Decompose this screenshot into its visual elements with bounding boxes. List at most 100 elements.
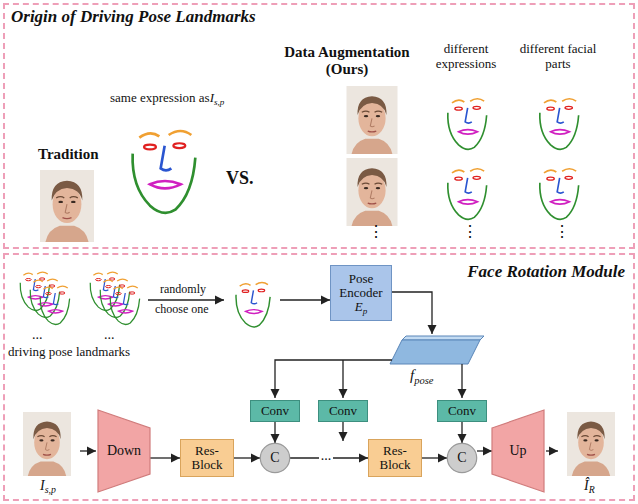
node-text: C	[268, 450, 281, 465]
face-photo	[347, 86, 398, 154]
connector	[150, 457, 180, 458]
edge-label-text: ...	[321, 448, 332, 463]
label-text: s,p	[45, 484, 56, 495]
label: same expression asIs,p	[110, 91, 224, 106]
connector	[422, 457, 447, 458]
arrow	[392, 292, 432, 334]
label: ⋮	[462, 223, 478, 241]
landmark-sketch	[90, 272, 119, 310]
panel: Origin of Driving Pose Landmarks	[3, 3, 635, 249]
arrow	[461, 364, 462, 398]
node-label: p	[363, 306, 368, 316]
label: VS.	[226, 168, 254, 189]
label-text: ⋮	[462, 223, 478, 240]
node-text: Conv	[327, 404, 359, 418]
node-label: C	[270, 450, 279, 465]
node-text: Pose EncoderEp	[331, 272, 391, 315]
arrow	[280, 299, 330, 300]
conv-box: Conv	[250, 400, 300, 422]
arrow	[80, 450, 96, 451]
panel-title: Origin of Driving Pose Landmarks	[11, 8, 256, 27]
landmark-sketch	[40, 286, 69, 324]
node-label: Pose Encoder	[339, 271, 382, 300]
landmark-sketch	[110, 286, 139, 324]
node-shape	[98, 410, 150, 492]
face-photo	[40, 170, 94, 242]
node-text: Res-Block	[181, 444, 233, 473]
label: Is,p	[40, 478, 56, 494]
landmark-sketch	[540, 169, 579, 220]
text-line: C	[270, 450, 279, 465]
connector	[477, 450, 492, 451]
label-text: same expression as	[110, 90, 210, 105]
connector	[234, 457, 260, 458]
label: driving pose landmarks	[8, 345, 130, 360]
label-text: ...	[104, 327, 115, 342]
label: ÎR	[584, 478, 595, 494]
arrow	[546, 450, 558, 451]
encoder-box: Pose EncoderEp	[330, 265, 392, 321]
landmark-sketch	[30, 279, 59, 317]
label-text: choose one	[155, 302, 209, 316]
label: ...	[32, 327, 43, 343]
label-text: pose	[414, 375, 433, 386]
node-label: C	[457, 450, 466, 465]
node-text: Conv	[259, 404, 291, 418]
label-text: R	[589, 484, 595, 495]
label-text: driving pose landmarks	[8, 344, 130, 359]
concat-circle: C	[260, 443, 290, 473]
connector	[274, 422, 275, 443]
node-label: Up	[509, 443, 526, 458]
label: ⋮	[554, 223, 570, 241]
text-line: Res-Block	[371, 444, 419, 473]
label: ⋮	[368, 223, 384, 241]
conv-box: Conv	[318, 400, 368, 422]
node-text: Down	[105, 443, 143, 458]
label: different expressions	[424, 42, 508, 72]
label-text: Data Augmentation (Ours)	[284, 44, 409, 77]
arrow	[148, 299, 224, 300]
label-text: ⋮	[554, 223, 570, 240]
node-text: Res-Block	[369, 444, 421, 473]
label: Tradition	[38, 146, 99, 163]
label-text: VS.	[226, 168, 254, 188]
node-label: Res-Block	[191, 443, 222, 472]
label: fpose	[410, 367, 433, 384]
panel-title: Face Rotation Module	[467, 263, 625, 282]
arrow	[342, 360, 343, 398]
res-block: Res-Block	[368, 439, 422, 477]
text-line: Ep	[333, 300, 389, 314]
node-label: Down	[107, 443, 141, 458]
label-text: I	[210, 90, 214, 105]
text-line: C	[457, 450, 466, 465]
node-label: E	[355, 299, 363, 314]
node-label: Res-Block	[379, 443, 410, 472]
node-text: Up	[507, 443, 528, 458]
face-photo	[347, 158, 398, 226]
face-photo	[567, 412, 615, 476]
conv-box: Conv	[437, 400, 487, 422]
landmark-sketch	[20, 272, 49, 310]
landmark-sketch	[236, 282, 270, 327]
connector	[461, 422, 462, 443]
label-text: ...	[32, 327, 43, 342]
text-line: Pose Encoder	[333, 272, 389, 301]
res-block: Res-Block	[180, 439, 234, 477]
label: randomly	[160, 283, 206, 297]
label-text: f	[410, 367, 414, 383]
label-text: Î	[584, 478, 589, 493]
face-photo	[23, 412, 71, 476]
node-label: Conv	[329, 403, 357, 418]
label: Data Augmentation (Ours)	[272, 44, 422, 79]
text-line: Res-Block	[183, 444, 231, 473]
down-block: Down	[98, 410, 150, 492]
label-text: I	[40, 478, 45, 493]
label-text: randomly	[160, 282, 206, 296]
label: ...	[104, 327, 115, 343]
node-text: C	[455, 450, 468, 465]
label-text: different expressions	[436, 41, 497, 71]
label-text: s,p	[214, 97, 224, 107]
up-block: Up	[492, 410, 544, 492]
node-label: Conv	[261, 403, 289, 418]
label-text: Tradition	[38, 146, 99, 162]
